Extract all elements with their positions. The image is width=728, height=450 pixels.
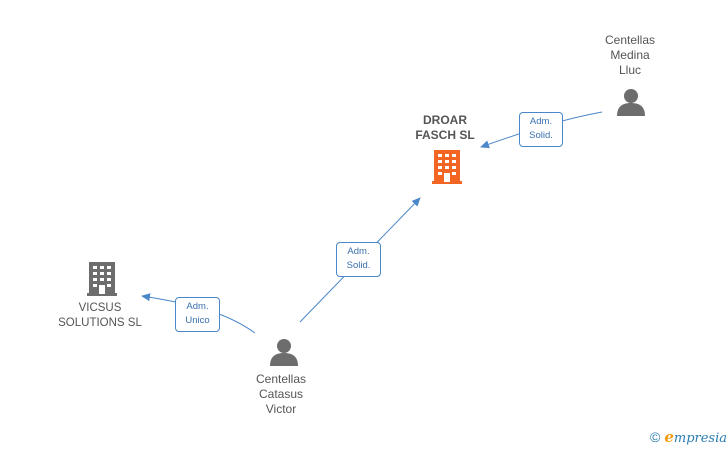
person-icon [617,89,645,116]
edge-label-catasus-to-droar: Adm. Solid. [336,242,381,277]
node-label-droar: DROAR FASCH SL [415,113,475,142]
edge-label-medina-to-droar: Adm. Solid. [519,112,563,147]
node-label-vicsus: VICSUS SOLUTIONS SL [58,302,142,329]
building-icon [432,150,462,184]
brand-name: mpresia [673,431,728,446]
node-label-centellas-medina: Centellas Medina Lluc [604,33,656,77]
building-icon [87,262,117,296]
brand-initial: e [664,428,674,446]
empresia-logo: ©empresia [650,428,727,446]
person-icon [270,339,298,366]
copyright-icon: © [650,429,661,445]
edge-label-catasus-to-vicsus: Adm. Unico [175,297,220,332]
node-label-centellas-catasus: Centellas Catasus Victor [255,372,307,416]
